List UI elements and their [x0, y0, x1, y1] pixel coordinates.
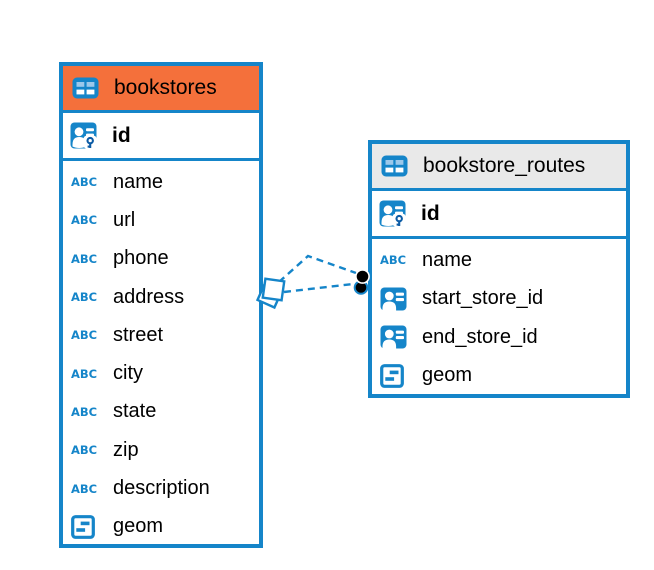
- geometry-type-icon: [380, 363, 413, 388]
- foreign-key-icon: [380, 287, 413, 311]
- primary-key-icon: [379, 200, 412, 227]
- column-label: phone: [113, 247, 169, 270]
- geometry-type-icon: [71, 514, 104, 539]
- table-title: bookstores: [114, 76, 217, 99]
- foreign-key-icon: [380, 325, 413, 349]
- text-type-icon: ABC: [71, 175, 98, 190]
- column-label: url: [113, 208, 136, 231]
- primary-key-row[interactable]: id: [63, 113, 259, 161]
- column-row[interactable]: end_store_id: [372, 318, 626, 357]
- column-row[interactable]: ABC city: [63, 354, 259, 392]
- column-list: ABC name ABC url ABC phone ABC address A…: [63, 161, 259, 546]
- column-row[interactable]: ABC phone: [63, 240, 259, 278]
- primary-key-label: id: [112, 123, 131, 147]
- primary-key-icon: [70, 122, 103, 149]
- column-label: zip: [113, 438, 139, 461]
- column-row[interactable]: geom: [372, 357, 626, 396]
- column-row[interactable]: geom: [63, 508, 259, 546]
- column-row[interactable]: ABC zip: [63, 431, 259, 469]
- text-type-icon: ABC: [71, 404, 98, 419]
- column-row[interactable]: ABC name: [63, 163, 259, 201]
- table-header-bookstore-routes[interactable]: bookstore_routes: [372, 144, 626, 191]
- column-label: city: [113, 362, 143, 385]
- column-label: description: [113, 477, 210, 500]
- column-row[interactable]: ABC street: [63, 316, 259, 354]
- relationship-one-end-marker[interactable]: [353, 269, 370, 295]
- column-row[interactable]: ABC url: [63, 201, 259, 239]
- column-row[interactable]: ABC name: [372, 241, 626, 280]
- table-bookstores[interactable]: bookstores id ABC na: [59, 62, 263, 548]
- text-type-icon: ABC: [71, 213, 98, 228]
- table-icon: [381, 155, 414, 177]
- text-type-icon: ABC: [71, 443, 98, 458]
- column-label: street: [113, 323, 164, 346]
- primary-key-row[interactable]: id: [372, 191, 626, 239]
- column-label: name: [422, 248, 473, 271]
- table-header-bookstores[interactable]: bookstores: [63, 66, 259, 113]
- column-label: end_store_id: [422, 325, 538, 348]
- column-row[interactable]: ABC state: [63, 393, 259, 431]
- column-label: name: [113, 170, 164, 193]
- text-type-icon: ABC: [71, 481, 98, 496]
- text-type-icon: ABC: [71, 366, 98, 381]
- table-title: bookstore_routes: [423, 154, 586, 177]
- column-label: start_store_id: [422, 287, 544, 310]
- column-list: ABC name start_store_id: [372, 239, 626, 395]
- table-icon: [72, 77, 105, 99]
- column-row[interactable]: ABC address: [63, 278, 259, 316]
- column-row[interactable]: ABC description: [63, 469, 259, 507]
- text-type-icon: ABC: [71, 251, 98, 266]
- relationship-lines[interactable]: [278, 254, 357, 294]
- text-type-icon: ABC: [71, 290, 98, 305]
- column-label: geom: [113, 515, 164, 538]
- table-bookstore-routes[interactable]: bookstore_routes id ABC: [368, 140, 630, 398]
- primary-key-label: id: [421, 201, 440, 225]
- column-label: geom: [422, 364, 473, 387]
- text-type-icon: ABC: [71, 328, 98, 343]
- column-label: address: [113, 285, 185, 308]
- column-label: state: [113, 400, 157, 423]
- column-row[interactable]: start_store_id: [372, 280, 626, 319]
- text-type-icon: ABC: [380, 253, 407, 268]
